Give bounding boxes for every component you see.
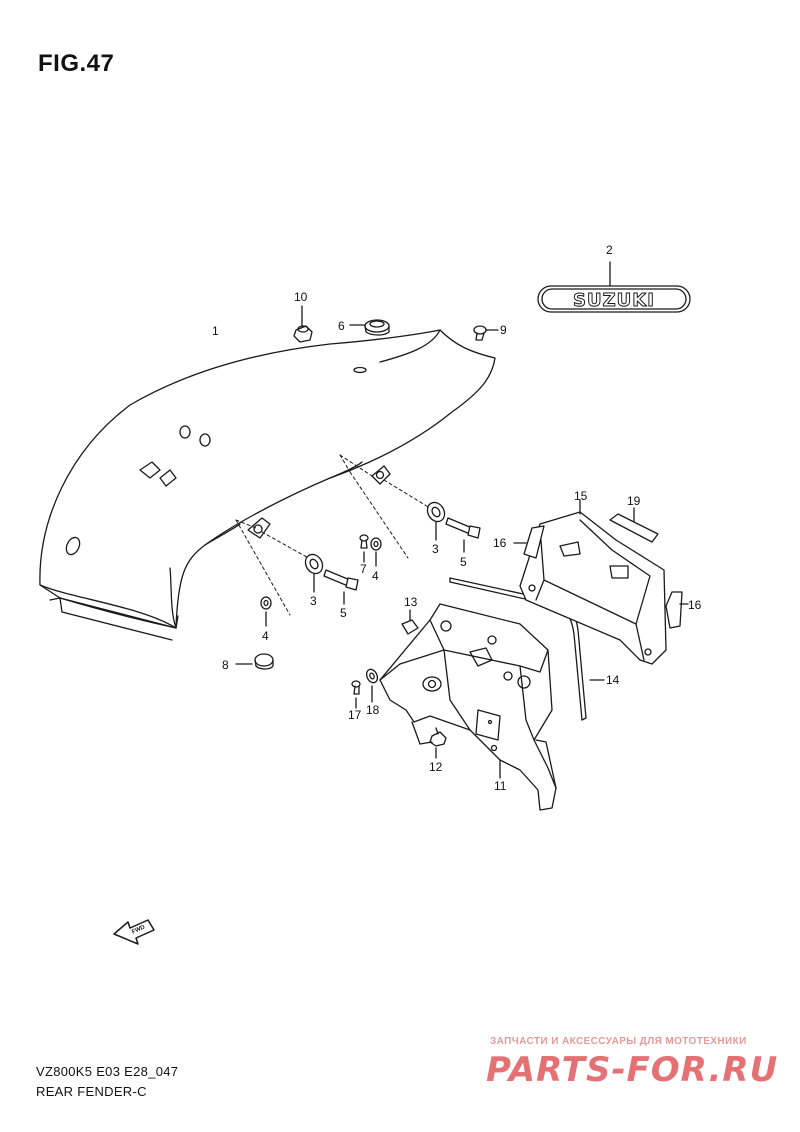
reflector-part-19: [609, 507, 659, 543]
callout-19: 19: [627, 494, 641, 508]
callout-10: 10: [294, 290, 308, 304]
washer-part-18: [365, 668, 379, 703]
screw-part-7: [359, 534, 369, 563]
frame-part-15: [519, 499, 667, 665]
suzuki-emblem-part-2: SUZUKI: [537, 261, 691, 313]
nut-part-10: [293, 305, 313, 343]
cap-part-8: [235, 653, 274, 670]
callout-15: 15: [574, 489, 588, 503]
callout-5-lower: 5: [340, 606, 347, 620]
forward-direction-arrow: FWD: [113, 919, 155, 945]
pad-part-16-right: [665, 591, 689, 629]
bracket-part-11: [379, 603, 557, 811]
callout-13: 13: [404, 595, 418, 609]
washer-part-3-lower: [304, 553, 324, 593]
screw-part-9: [473, 325, 499, 341]
screw-part-17: [351, 680, 361, 709]
callout-8: 8: [222, 658, 229, 672]
callout-1: 1: [212, 324, 219, 338]
callout-7: 7: [360, 562, 367, 576]
callout-18: 18: [366, 703, 380, 717]
bolt-part-5-lower: [323, 569, 359, 605]
grommet-part-6: [349, 319, 390, 336]
bolt-part-5-upper: [445, 517, 481, 553]
callout-16-right: 16: [688, 598, 702, 612]
callout-11: 11: [494, 779, 507, 793]
washer-part-3-upper: [426, 501, 446, 541]
rear-fender-part-1: [39, 329, 496, 641]
callout-3-upper: 3: [432, 542, 439, 556]
section-name: REAR FENDER-C: [36, 1084, 147, 1099]
washer-part-4-right: [370, 537, 382, 567]
callout-9: 9: [500, 323, 507, 337]
callout-6: 6: [338, 319, 345, 333]
callout-labels: 1 2 3 3 4 4 4 5 5 6 7 8 9 10 11 12 13 14…: [212, 243, 702, 793]
fwd-label: FWD: [131, 924, 147, 935]
watermark-logo: PARTS-FOR.RU: [486, 1050, 779, 1090]
callout-16-left: 16: [493, 536, 507, 550]
assembly-guide-lines: [235, 454, 431, 616]
callout-3-lower: 3: [310, 594, 317, 608]
callout-5-upper: 5: [460, 555, 467, 569]
callout-12: 12: [429, 760, 443, 774]
pad-part-16-left: [513, 525, 545, 559]
callout-4-left: 4: [262, 629, 269, 643]
callout-4-right: 4: [372, 569, 379, 583]
bolt-part-12: [429, 727, 447, 759]
clip-part-13: [401, 609, 419, 635]
callout-17: 17: [348, 708, 362, 722]
callout-14: 14: [606, 673, 620, 687]
model-code: VZ800K5 E03 E28_047: [36, 1064, 179, 1079]
watermark-caption: ЗАПЧАСТИ И АКСЕССУАРЫ ДЛЯ МОТОТЕХНИКИ: [490, 1036, 747, 1047]
washer-part-4-left: [260, 596, 272, 627]
callout-2: 2: [606, 243, 613, 257]
emblem-lettering: SUZUKI: [573, 290, 655, 311]
figure-title: FIG.47: [38, 50, 115, 77]
